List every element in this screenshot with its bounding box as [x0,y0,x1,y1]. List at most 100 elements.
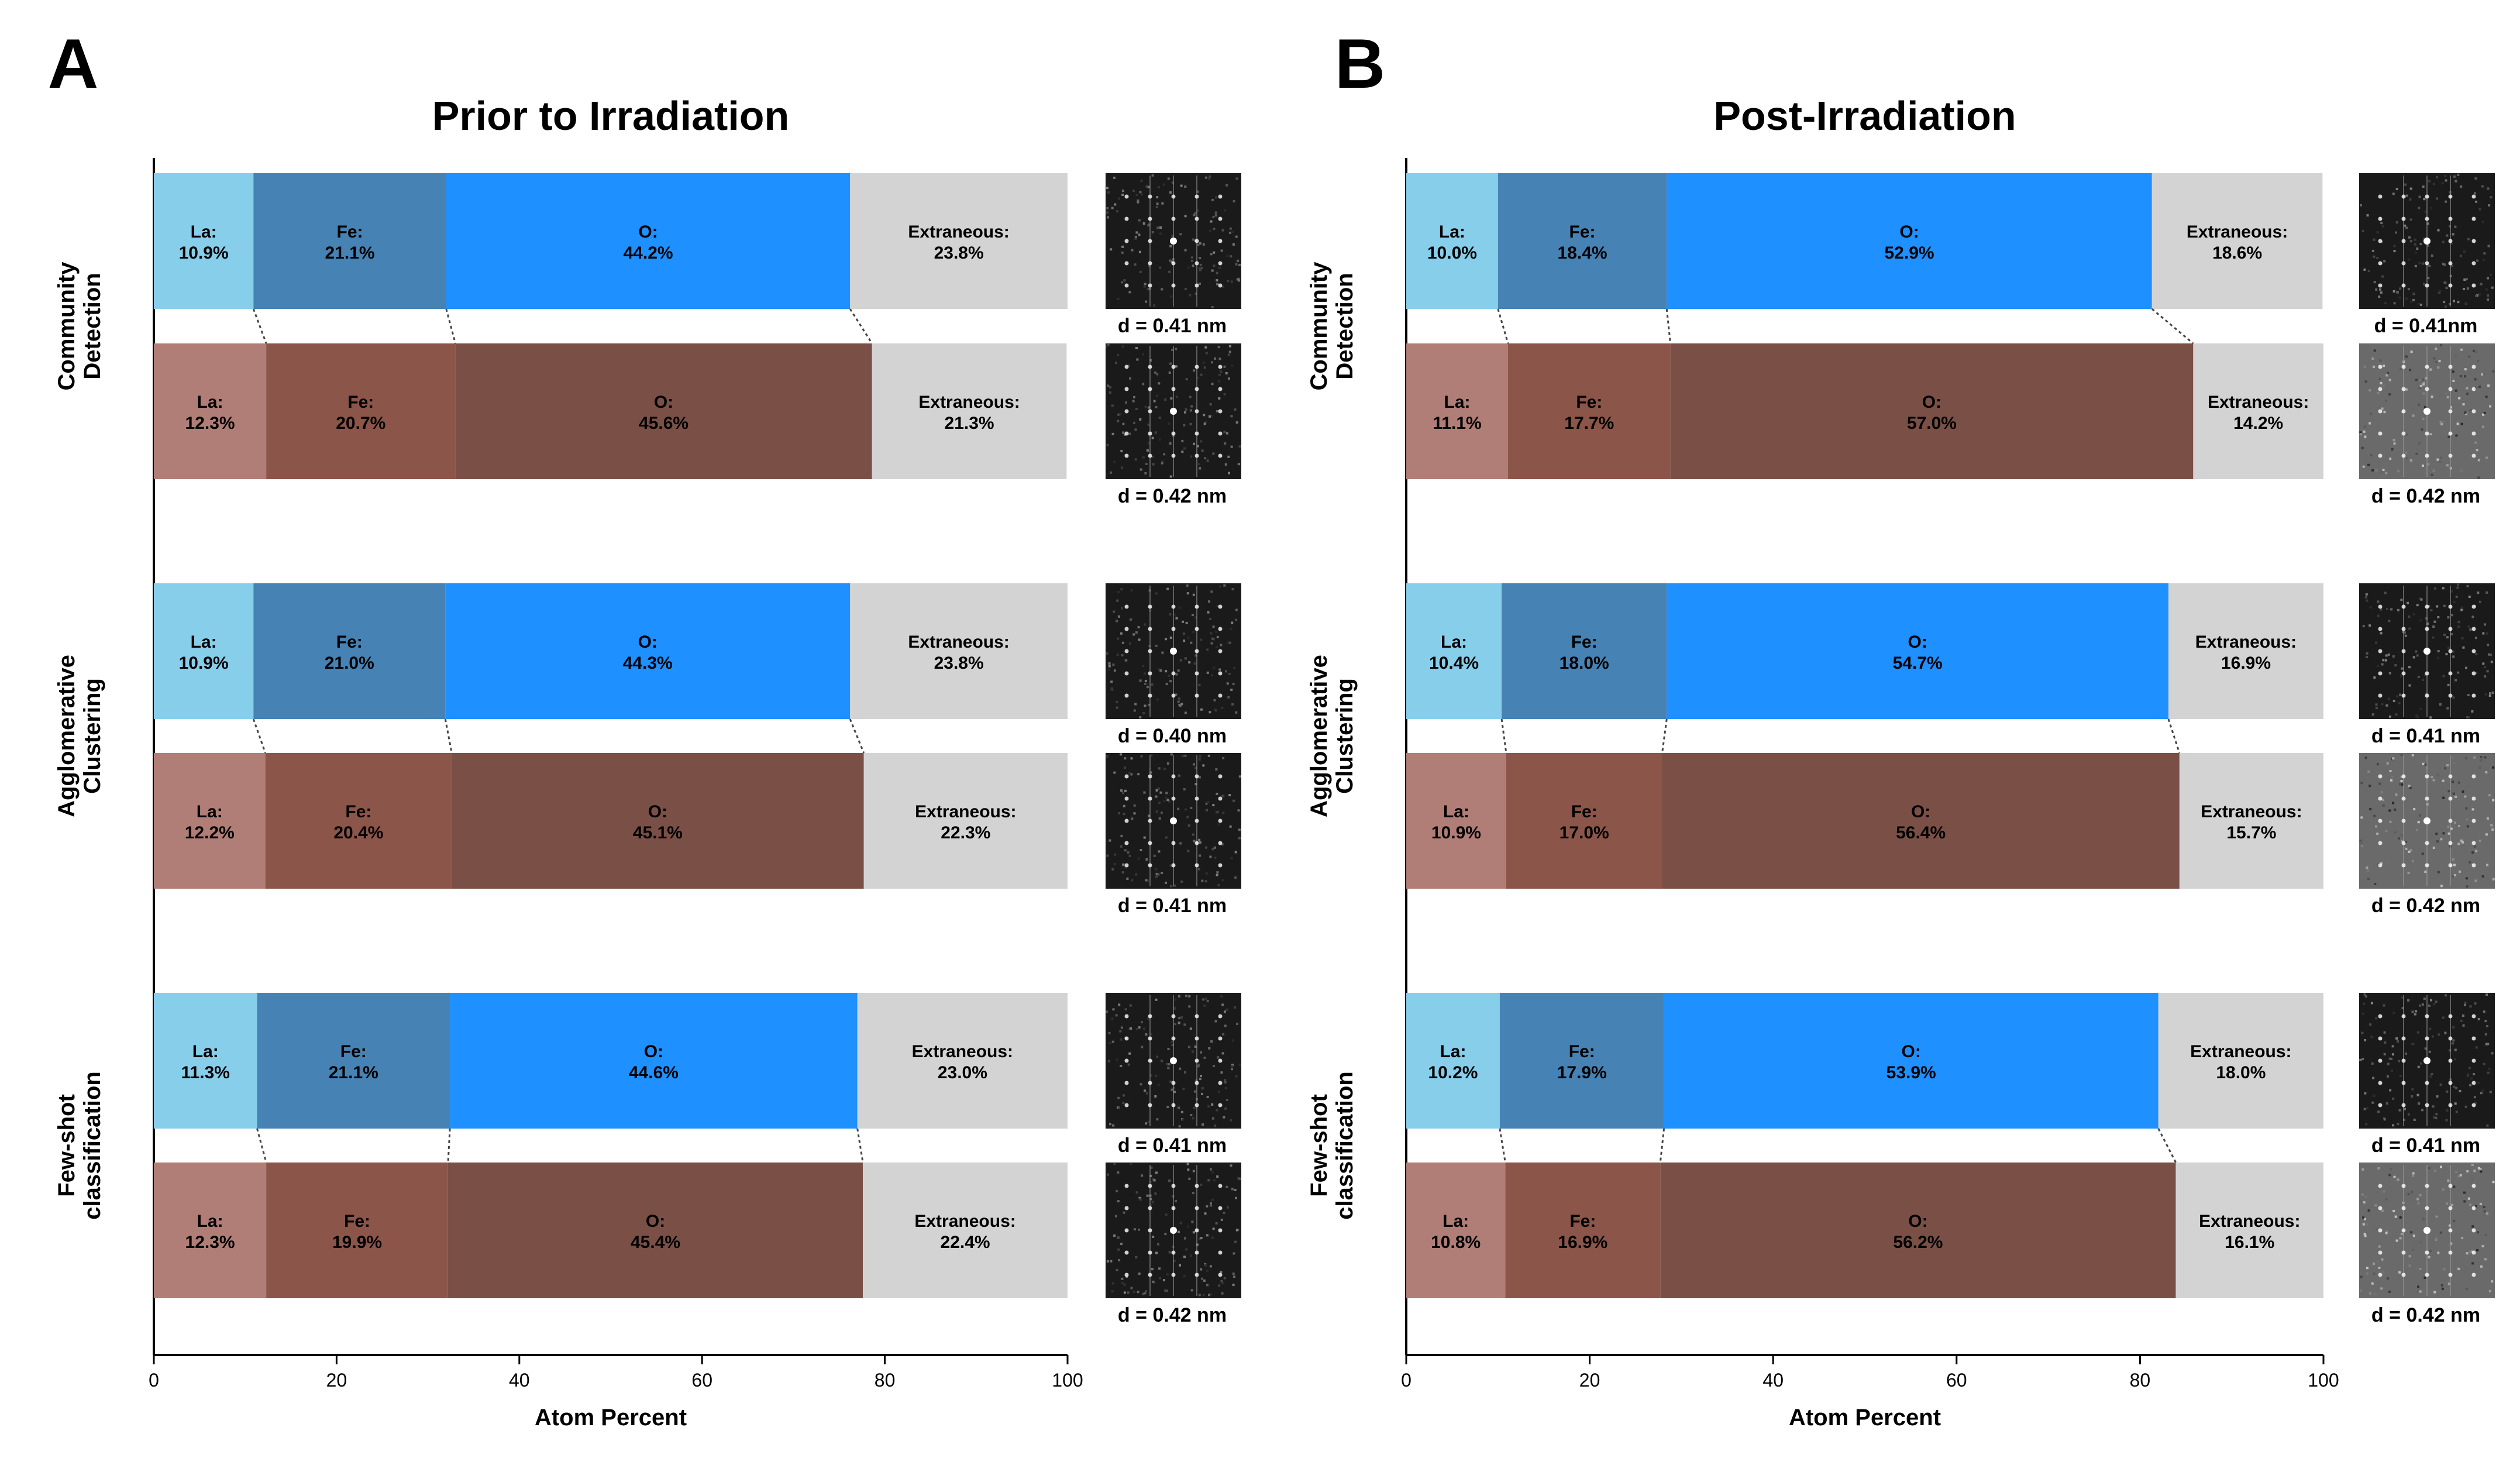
fft-noise [1232,1272,1235,1275]
fft-noise [1116,210,1119,213]
fft-noise [2485,833,2488,836]
x-tick-label: 20 [326,1370,347,1391]
fft-noise [1221,286,1224,288]
fft-noise [2447,1282,2450,1285]
fft-noise [2419,303,2422,306]
fft-noise [2442,421,2445,424]
fft-noise [2427,277,2430,280]
segment-label: O: [646,1212,665,1231]
fft-noise [1171,349,1174,352]
fft-noise [2478,293,2481,296]
fft-noise [2411,859,2414,862]
fft-spot [2471,863,2476,868]
fft-noise [2380,791,2383,794]
fft-noise [2469,1084,2472,1086]
fft-noise [1130,757,1133,760]
fft-noise [1228,377,1230,380]
fft-spot [1194,261,1199,266]
fft-noise [2474,879,2477,882]
fft-noise [1211,637,1214,640]
fft-noise [2381,703,2384,706]
fft-noise [1206,1096,1209,1098]
fft-noise [1203,1005,1206,1007]
fft-noise [2367,878,2370,881]
fft-noise [1231,1068,1233,1071]
fft-noise [2395,793,2398,796]
fft-noise [1220,1071,1223,1074]
segment-label: Fe: [345,802,371,821]
fft-spot [1171,604,1176,609]
fft-noise [2363,1002,2366,1005]
fft-noise [1184,711,1187,714]
fft-noise [1227,696,1230,699]
segment-value: 22.4% [941,1233,990,1252]
fft-noise [2371,1062,2374,1065]
fft-noise [1232,1284,1235,1287]
fft-noise [2385,374,2388,377]
bar-segment-o [450,993,858,1129]
fft-noise [1206,1205,1209,1208]
fft-spot [1218,774,1223,779]
fft-noise [2455,596,2458,599]
fft-noise [1141,1174,1144,1177]
fft-noise [2376,1208,2378,1210]
fft-noise [2468,596,2471,598]
fft-noise [1187,266,1190,269]
fft-noise [1220,995,1223,998]
fft-spot [1194,239,1199,243]
fft-noise [1128,291,1131,294]
fft-noise [1200,1184,1203,1186]
fft-noise [1224,442,1227,445]
fft-noise [2389,770,2392,772]
fft-spot [2471,431,2476,436]
fft-spot [1194,1250,1199,1255]
fft-spot [1124,1014,1129,1019]
fft-noise [2446,234,2449,237]
fft-noise [2446,1202,2449,1205]
segment-label: O: [1899,222,1919,242]
fft-spot [1218,1014,1223,1019]
fft-noise [2409,849,2412,852]
fft-noise [1178,697,1180,700]
x-tick-label: 0 [149,1370,159,1391]
fft-noise [2419,1062,2422,1065]
fft-spot [2378,453,2383,458]
fft-noise [2379,359,2382,362]
fft-noise [2478,386,2481,388]
fft-noise [1121,190,1124,192]
fft-noise [1161,462,1163,465]
group-label-line: Agglomerative [54,655,80,817]
fft-noise [1225,372,1228,374]
fft-spot [1124,1272,1129,1277]
fft-noise [2397,1123,2399,1126]
fft-noise [1142,383,1145,386]
fft-noise [1216,645,1218,648]
fft-noise [1221,843,1224,846]
fft-noise [1127,1063,1130,1066]
fft-noise [1185,621,1188,624]
fft-noise [1210,642,1213,645]
bar-segment-o [446,173,851,309]
fft-spot [2425,1250,2429,1255]
fft-noise [1222,756,1225,759]
fft-noise [2424,763,2427,766]
fft-noise [2467,1197,2470,1200]
group-label-line: Detection [80,273,105,379]
fft-noise [1135,1256,1138,1258]
fft-spot [2471,796,2476,801]
fft-noise [1209,175,1211,178]
fft-noise [1107,216,1109,219]
fft-noise [2452,858,2454,861]
fft-spot [1171,364,1176,369]
fft-noise [2442,587,2445,590]
fft-spot [2378,364,2383,369]
x-tick-label: 60 [1946,1370,1967,1391]
fft-noise [1128,1027,1131,1030]
fft-noise [2373,1272,2376,1275]
fft-noise [2405,194,2408,197]
fft-noise [1231,1065,1234,1067]
fft-noise [2398,1271,2401,1274]
fft-spot [1148,1058,1152,1063]
fft-noise [2371,713,2374,716]
fft-noise [1169,259,1171,262]
